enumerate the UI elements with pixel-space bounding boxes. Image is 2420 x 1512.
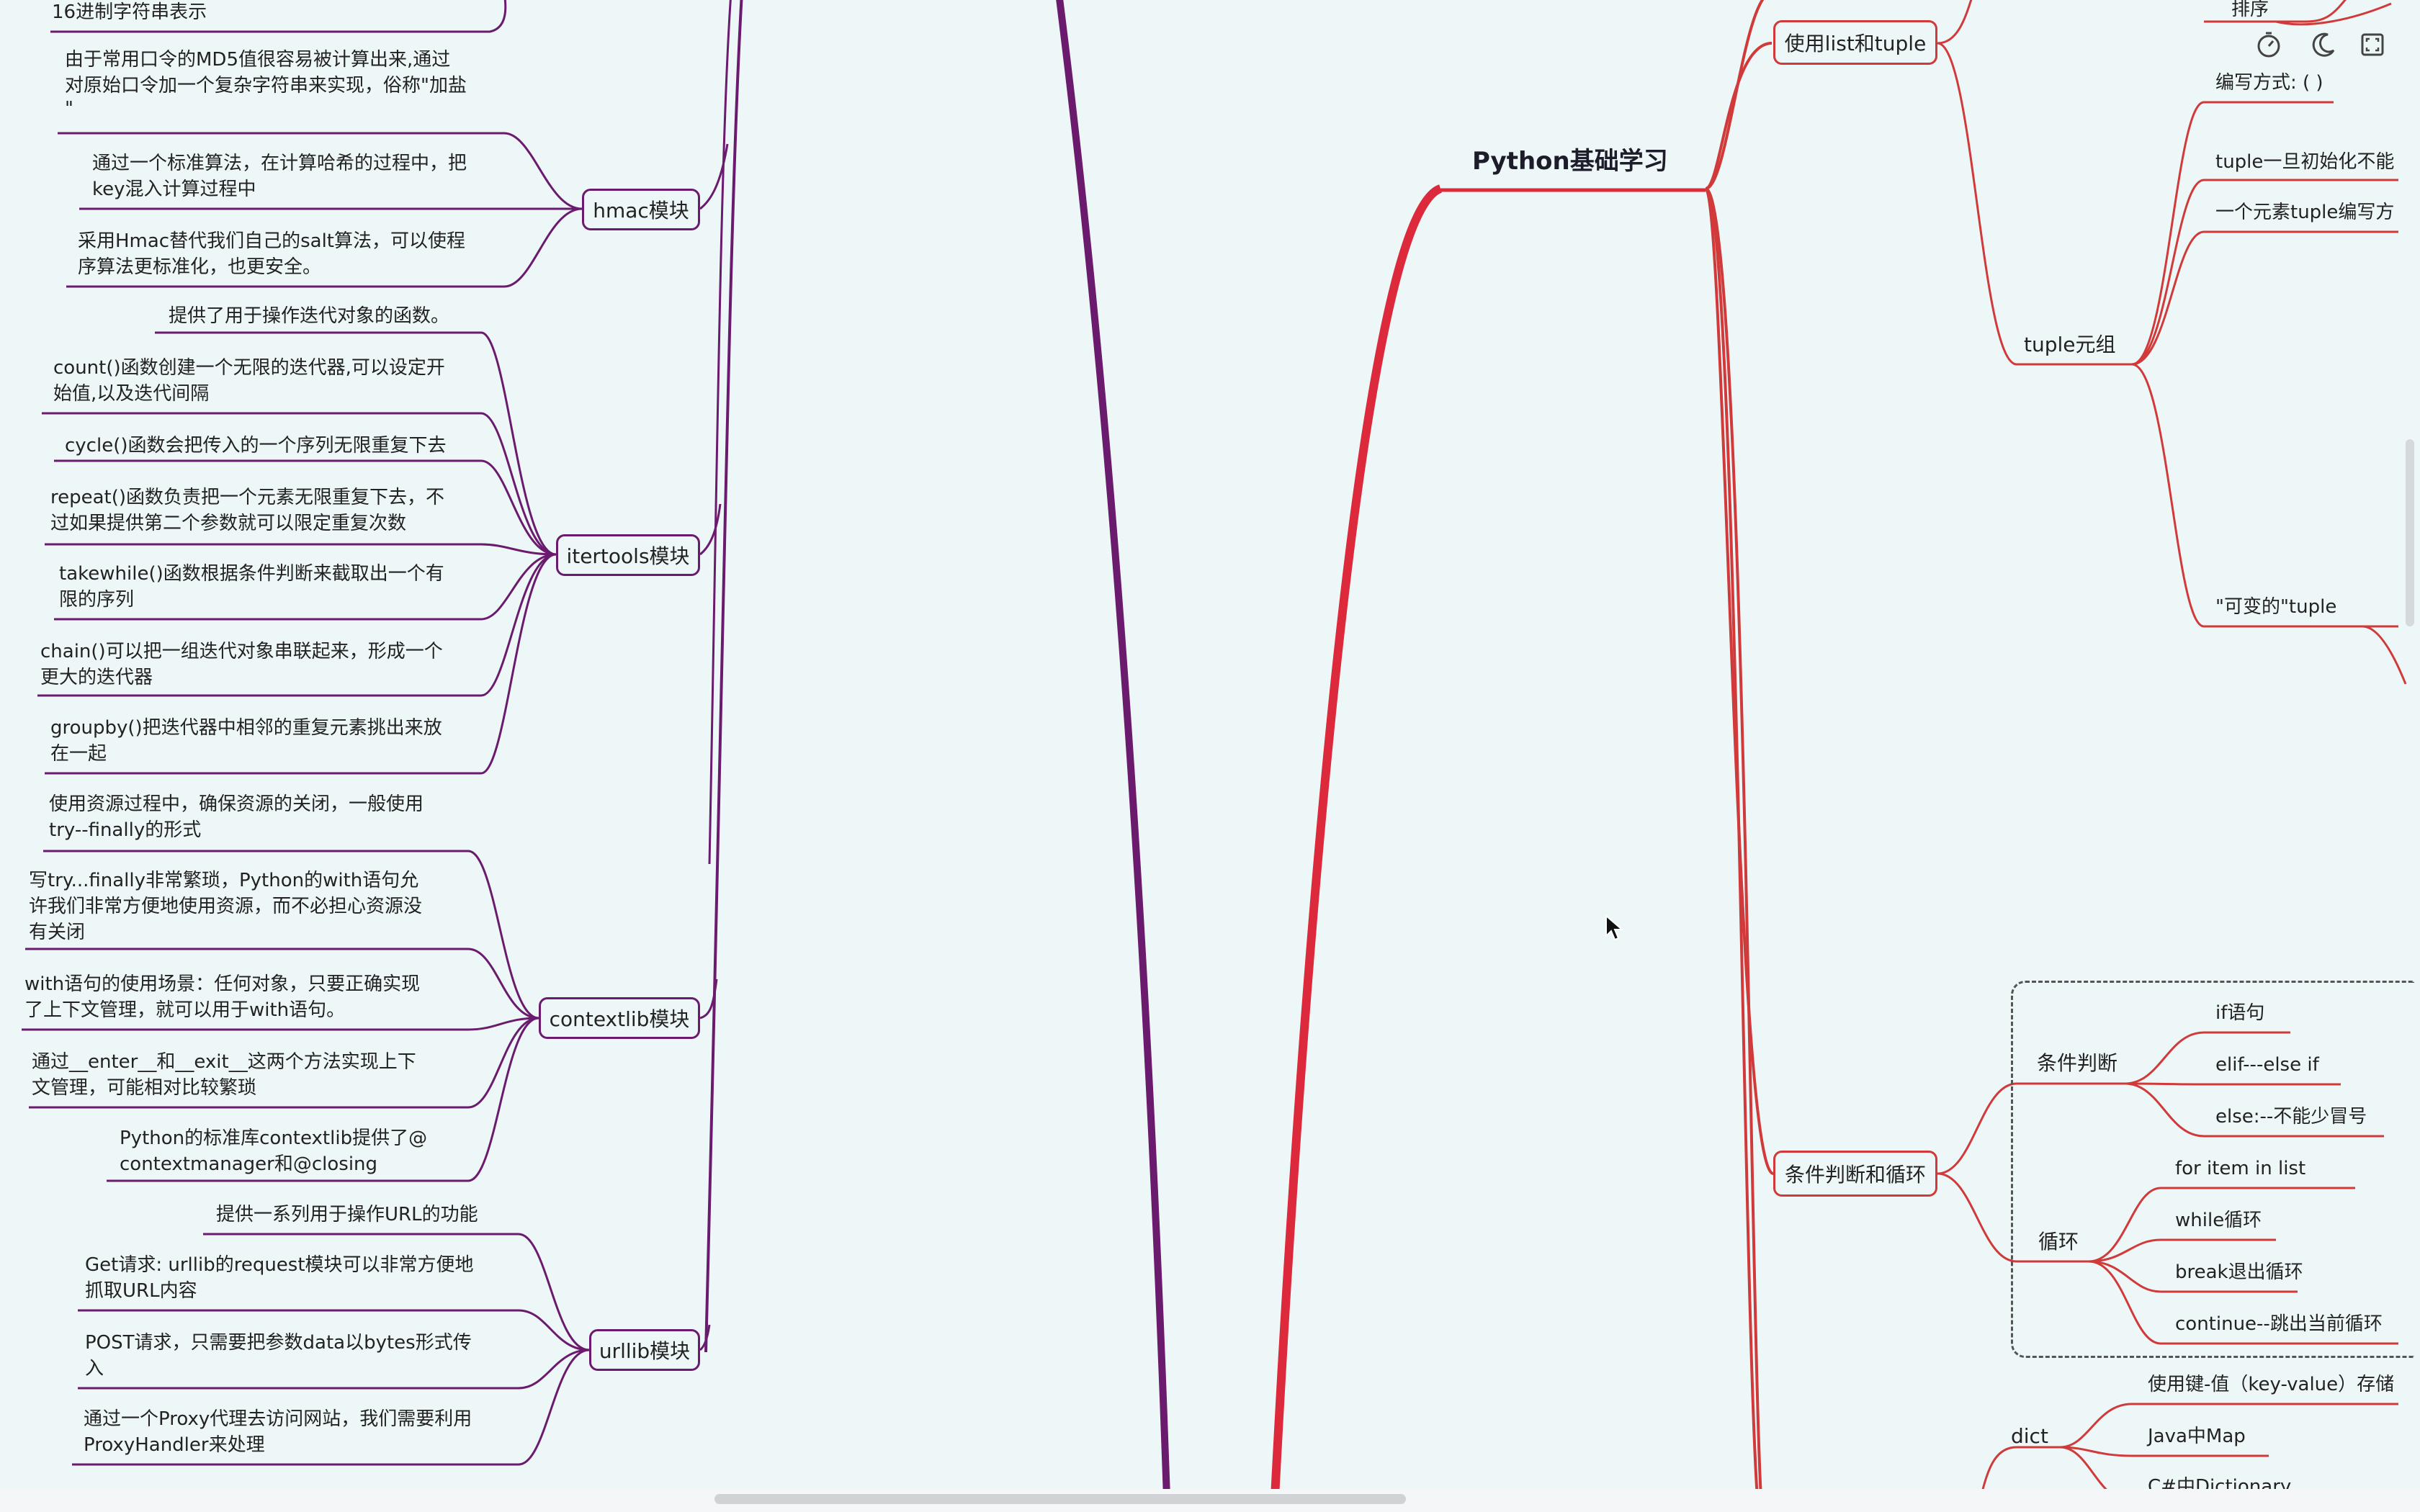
leaf-if: if语句 [2215, 1002, 2265, 1024]
leaf-tuple-immutable: tuple一旦初始化不能 [2215, 151, 2395, 173]
leaf-tuple-syntax: 编写方式: ( ) [2215, 72, 2323, 94]
leaf-for: for item in list [2175, 1158, 2306, 1179]
leaf-break: break退出循环 [2175, 1261, 2303, 1283]
leaf-hmac-1-line1: 由于常用口令的MD5值很容易被计算出来,通过 [65, 49, 451, 71]
summary-group [2011, 981, 2414, 1358]
leaf-contextlib-2-line2: 许我们非常方便地使用资源，而不必担心资源没 [29, 896, 423, 917]
leaf-contextlib-2-line3: 有关闭 [29, 922, 86, 943]
node-loop[interactable]: 循环 [2038, 1230, 2079, 1254]
leaf-continue: continue--跳出当前循环 [2175, 1313, 2383, 1335]
leaf-itertools-4-line2: 过如果提供第二个参数就可以限定重复次数 [50, 513, 407, 534]
leaf-while: while循环 [2175, 1210, 2262, 1231]
leaf-contextlib-5-line1: Python的标准库contextlib提供了@ [120, 1128, 428, 1149]
node-cond-loop[interactable]: 条件判断和循环 [1773, 1151, 1937, 1197]
leaf-dict-kv: 使用键-值（key-value）存储 [2148, 1374, 2395, 1395]
node-condition[interactable]: 条件判断 [2037, 1051, 2118, 1075]
leaf-itertools-6-line2: 更大的迭代器 [40, 667, 153, 688]
leaf-urllib-3-line2: 入 [85, 1358, 104, 1380]
leaf-hmac-3-line1: 采用Hmac替代我们自己的salt算法，可以使程 [78, 230, 466, 252]
moon-icon[interactable] [2305, 26, 2342, 63]
node-contextlib[interactable]: contextlib模块 [539, 997, 700, 1039]
leaf-urllib-4-line1: 通过一个Proxy代理去访问网站，我们需要利用 [84, 1408, 472, 1430]
node-dict[interactable]: dict [2011, 1424, 2048, 1448]
leaf-urllib-3-line1: POST请求，只需要把参数data以bytes形式传 [85, 1332, 472, 1354]
leaf-elif: elif---else if [2215, 1054, 2319, 1076]
leaf-urllib-1: 提供一系列用于操作URL的功能 [216, 1204, 478, 1225]
leaf-tuple-mutable: "可变的"tuple [2215, 596, 2337, 618]
leaf-itertools-5-line2: 限的序列 [59, 589, 135, 611]
leaf-itertools-7-line1: groupby()把迭代器中相邻的重复元素挑出来放 [50, 717, 442, 739]
leaf-contextlib-5-line2: contextmanager和@closing [120, 1153, 378, 1175]
leaf-else: else:--不能少冒号 [2215, 1106, 2367, 1128]
leaf-contextlib-1-line1: 使用资源过程中，确保资源的关闭，一般使用 [49, 793, 424, 815]
node-urllib[interactable]: urllib模块 [589, 1329, 700, 1371]
leaf-hmac-3-line2: 序算法更标准化，也更安全。 [78, 256, 322, 278]
mouse-cursor-icon [1605, 914, 1626, 946]
central-topic[interactable]: Python基础学习 [1472, 147, 1668, 176]
horizontal-scrollbar[interactable] [714, 1494, 1406, 1504]
purple-trunk [1056, 0, 1170, 1498]
leaf-itertools-6-line1: chain()可以把一组迭代对象串联起来，形成一个 [40, 641, 443, 662]
leaf-dict-java: Java中Map [2148, 1426, 2246, 1447]
node-hmac[interactable]: hmac模块 [582, 189, 700, 230]
timer-icon[interactable] [2250, 26, 2287, 63]
leaf-urllib-4-line2: ProxyHandler来处理 [84, 1434, 265, 1456]
leaf-hmac-2-line2: key混入计算过程中 [92, 179, 256, 200]
fullscreen-icon[interactable] [2354, 26, 2391, 63]
leaf-itertools-7-line2: 在一起 [50, 743, 107, 765]
leaf-urllib-2-line2: 抓取URL内容 [85, 1280, 197, 1302]
leaf-itertools-1: 提供了用于操作迭代对象的函数。 [169, 305, 450, 327]
leaf-contextlib-3-line2: 了上下文管理，就可以用于with语句。 [24, 999, 346, 1021]
red-trunk [1270, 184, 1443, 1498]
node-itertools[interactable]: itertools模块 [556, 534, 700, 576]
leaf-itertools-5-line1: takewhile()函数根据条件判断来截取出一个有 [59, 563, 444, 585]
node-list-tuple[interactable]: 使用list和tuple [1773, 20, 1937, 65]
leaf-hmac-1-line3: " [65, 98, 73, 120]
leaf-contextlib-4-line2: 文管理，可能相对比较繁琐 [32, 1077, 257, 1099]
leaf-contextlib-3-line1: with语句的使用场景：任何对象，只要正确实现 [24, 973, 421, 995]
leaf-hmac-1-line2: 对原始口令加一个复杂字符串来实现，俗称"加盐 [65, 75, 467, 96]
leaf-contextlib-4-line1: 通过__enter__和__exit__这两个方法实现上下 [32, 1051, 416, 1073]
leaf-urllib-2-line1: Get请求: urllib的request模块可以非常方便地 [85, 1254, 474, 1276]
leaf-itertools-3: cycle()函数会把传入的一个序列无限重复下去 [65, 435, 447, 456]
leaf-itertools-2-line2: 始值,以及迭代间隔 [53, 383, 210, 405]
vertical-scrollbar[interactable] [2406, 439, 2414, 626]
leaf-contextlib-2-line1: 写try...finally非常繁琐，Python的with语句允 [29, 870, 419, 891]
leaf-itertools-2-line1: count()函数创建一个无限的迭代器,可以设定开 [53, 357, 445, 379]
leaf-itertools-4-line1: repeat()函数负责把一个元素无限重复下去，不 [50, 487, 445, 508]
leaf-hmac-2-line1: 通过一个标准算法，在计算哈希的过程中，把 [92, 153, 467, 174]
node-tuple[interactable]: tuple元组 [2024, 333, 2116, 356]
leaf-hex-string: 16进制字符串表示 [52, 1, 207, 23]
leaf-contextlib-1-line2: try--finally的形式 [49, 819, 202, 841]
leaf-sort: 排序 [2231, 0, 2269, 20]
leaf-tuple-single: 一个元素tuple编写方 [2215, 202, 2395, 223]
